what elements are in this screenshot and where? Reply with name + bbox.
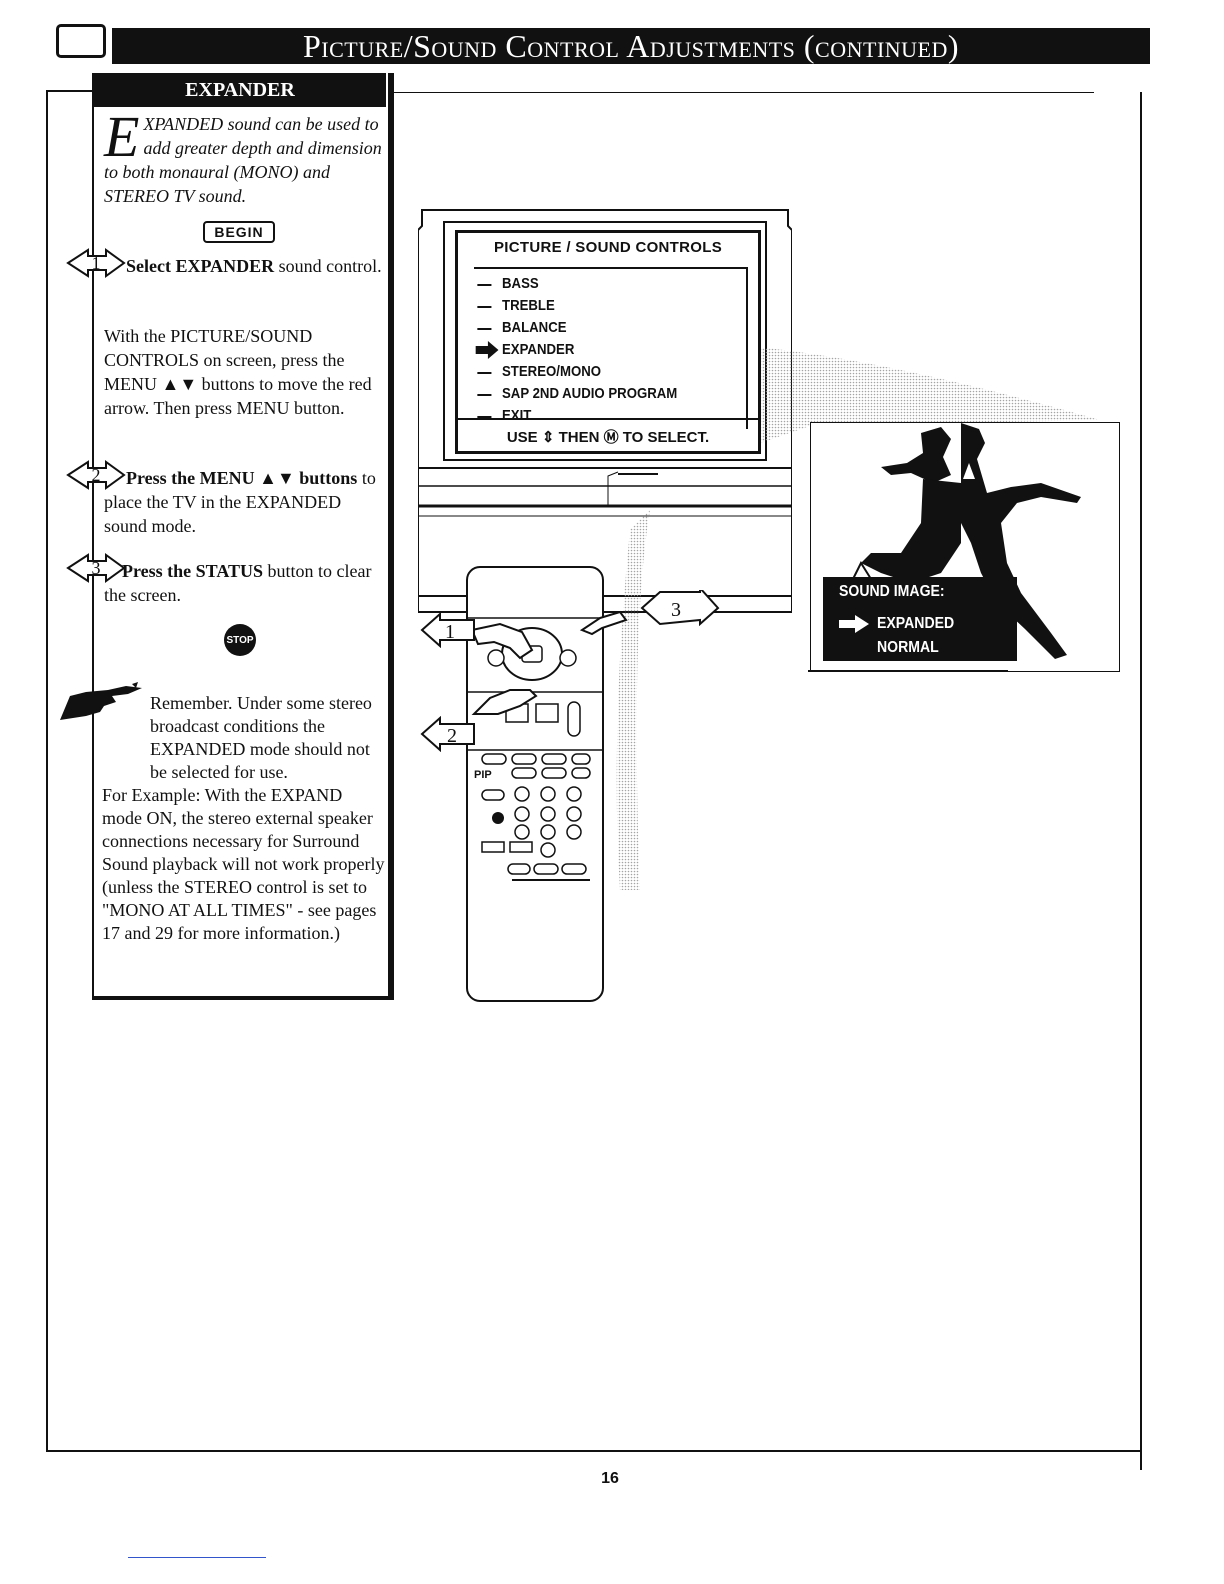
osd-item-selected[interactable]: EXPANDER	[475, 341, 574, 359]
step-3-badge: 3	[66, 553, 126, 583]
tv-icon	[56, 24, 106, 58]
frame-line	[394, 92, 1094, 93]
callout-1-badge: 1	[420, 612, 475, 648]
example-text: For Example: With the EXPAND mode ON, th…	[102, 785, 385, 943]
panel-border	[92, 73, 94, 999]
callout-3-badge: 3	[640, 590, 720, 626]
panel-border	[92, 996, 394, 1000]
osd-item[interactable]: STEREO/MONO	[477, 363, 601, 380]
step-3-text: Press the STATUS button to clear the scr…	[104, 561, 372, 605]
svg-text:3: 3	[92, 558, 101, 578]
panel-border	[388, 73, 394, 1000]
dancers-image	[849, 423, 1081, 659]
osd-item[interactable]: BALANCE	[477, 319, 567, 336]
frame-line	[46, 1450, 1142, 1452]
svg-text:PIP: PIP	[474, 769, 492, 781]
svg-text:1: 1	[445, 621, 455, 643]
osd-title: PICTURE / SOUND CONTROLS	[493, 239, 723, 256]
step-1-badge: 1	[66, 248, 126, 278]
step-2-badge: 2	[66, 460, 126, 490]
stop-icon: STOP	[224, 624, 256, 656]
frame-line	[1140, 92, 1142, 1470]
step-1-detail: With the PICTURE/SOUND CONTROLS on scree…	[104, 326, 372, 418]
osd-footer-hint: USE ⇕ THEN Ⓜ TO SELECT.	[458, 418, 758, 447]
svg-text:1: 1	[92, 253, 101, 273]
remember-text: Remember. Under some stereo broadcast co…	[150, 693, 372, 782]
callout-2-badge: 2	[420, 716, 475, 752]
svg-text:2: 2	[447, 725, 457, 747]
svg-text:3: 3	[671, 599, 681, 621]
page-title: Picture/Sound Control Adjustments (conti…	[112, 28, 1150, 64]
remember-note: Remember. Under some stereo broadcast co…	[102, 692, 386, 945]
step-1-text: Select EXPANDER sound control.	[126, 256, 382, 276]
frame-line	[46, 90, 94, 92]
intro-text: XPANDED sound can be used to add greater…	[104, 114, 382, 206]
selection-arrow-icon	[475, 341, 499, 359]
pointing-hand-icon	[60, 682, 142, 720]
drop-cap: E	[104, 104, 140, 169]
sound-image-option[interactable]: NORMAL	[877, 639, 939, 656]
step-2-text: Press the MENU ▲▼ buttons to place the T…	[104, 468, 376, 536]
osd-list: BASS TREBLE BALANCE EXPANDER STEREO/MONO…	[474, 267, 748, 429]
sound-image-title: SOUND IMAGE:	[839, 583, 945, 600]
osd-item[interactable]: BASS	[477, 275, 539, 292]
frame-line	[46, 90, 48, 1452]
footer-rule	[128, 1557, 266, 1558]
osd-item[interactable]: TREBLE	[477, 297, 555, 314]
section-label: EXPANDER	[94, 73, 386, 107]
osd-item[interactable]: SAP 2ND AUDIO PROGRAM	[477, 385, 677, 402]
sound-image-option[interactable]: EXPANDED	[877, 615, 955, 632]
svg-text:2: 2	[92, 465, 101, 485]
page-number: 16	[601, 1470, 619, 1487]
osd-menu: PICTURE / SOUND CONTROLS BASS TREBLE BAL…	[455, 230, 761, 454]
selection-arrow-icon	[839, 615, 869, 633]
sound-image-osd: SOUND IMAGE: EXPANDED NORMAL	[823, 577, 1017, 661]
pointing-hand-icon	[470, 610, 628, 715]
begin-badge: BEGIN	[203, 221, 275, 243]
